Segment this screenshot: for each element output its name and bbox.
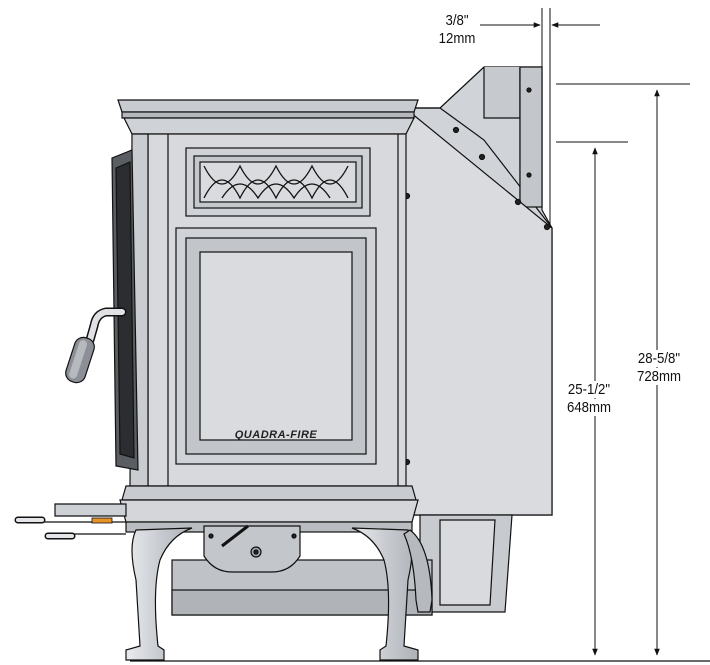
clearance-imperial-label: 3/8" — [445, 12, 469, 29]
clearance-dimension — [480, 8, 600, 228]
door-handle[interactable] — [63, 307, 127, 385]
ash-tray-slide[interactable] — [14, 503, 127, 540]
svg-text:QUADRA-FIRE: QUADRA-FIRE — [235, 429, 318, 441]
flue-height-imperial-label: 25-1/2" — [554, 381, 624, 398]
overall-height-metric-label: 728mm — [629, 368, 689, 385]
overall-height-imperial-label: 28-5/8" — [629, 350, 689, 367]
damper-control-bracket[interactable] — [203, 524, 301, 573]
flue-height-metric-label: 648mm — [554, 399, 624, 416]
stove-front-body — [147, 133, 407, 487]
brand-logo: QUADRA-FIRE — [235, 429, 318, 441]
stove-base — [119, 485, 419, 533]
rear-leg — [403, 529, 433, 613]
front-leg-left — [125, 527, 193, 661]
decorative-arch-lattice — [203, 164, 349, 200]
clearance-metric-label: 12mm — [438, 30, 476, 47]
top-plate — [117, 99, 419, 135]
